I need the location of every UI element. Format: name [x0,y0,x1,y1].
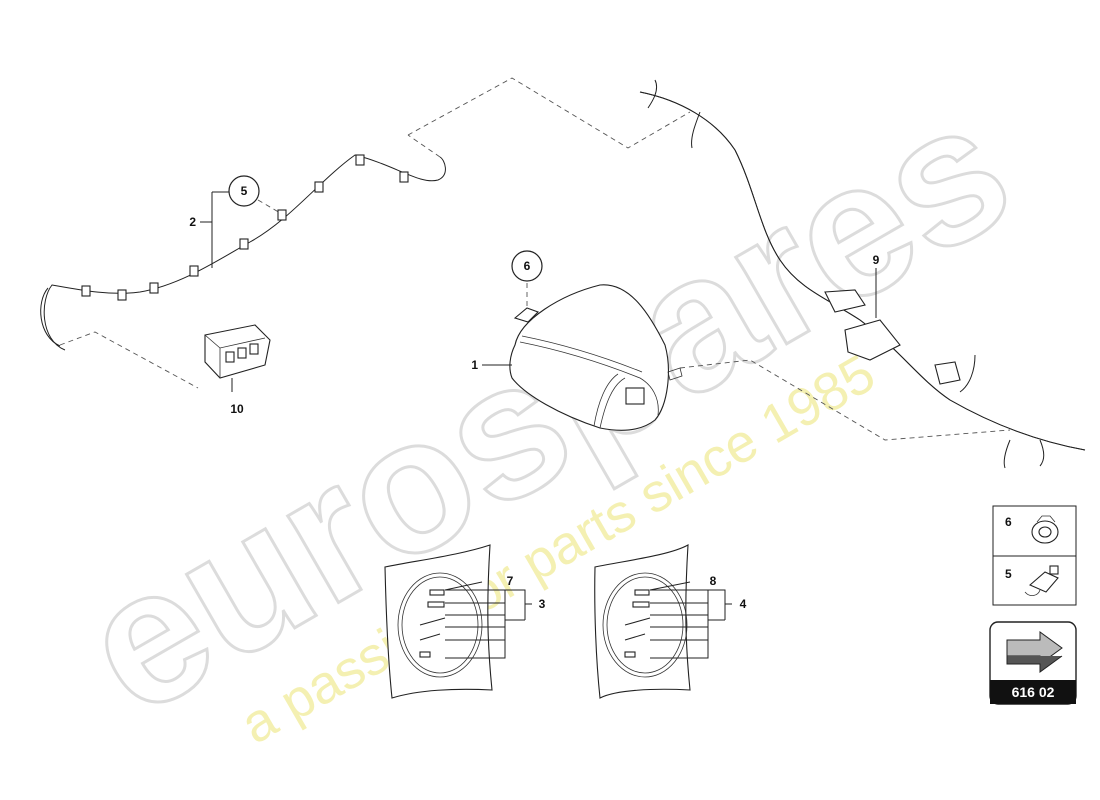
small-parts-legend: 6 5 [992,505,1077,606]
callout-label-1[interactable]: 1 [471,358,478,372]
kit-4-items [624,589,651,658]
repair-kit-part-3 [384,544,532,699]
watermark-brand: eurospares [50,60,1043,756]
callout-label-8[interactable]: 8 [710,574,717,588]
legend-item-6[interactable]: 6 [1005,515,1059,544]
reference-code: 616 02 [1012,684,1055,700]
grommet-icon [1031,515,1059,544]
wiring-harness-part-9 [639,79,1086,469]
callout-6-top[interactable]: 6 [511,250,543,282]
cable-clip-icon [1024,565,1059,596]
legend-label-6: 6 [1005,515,1012,529]
callout-label-6: 6 [524,259,531,273]
repair-kit-part-4 [594,544,732,699]
callout-label-2[interactable]: 2 [189,215,196,229]
callout-label-5: 5 [241,184,248,198]
reservoir-part-1 [509,284,683,431]
cable-harness-part-2 [40,154,446,351]
kit-3-leaders [445,589,532,659]
callout-label-3[interactable]: 3 [539,597,546,611]
callout-label-10[interactable]: 10 [230,402,244,416]
cable-clips [81,154,409,301]
arrow-icon [1006,631,1063,673]
kit-4-leaders [650,589,732,659]
callout-circle [511,250,543,282]
badge-code-bg [990,680,1076,704]
connector-block-part-10 [204,324,271,392]
callout-circle [228,175,260,207]
reference-badge: 616 02 [989,621,1077,705]
kit-3-items [419,589,446,658]
dashed-leaders [59,77,1011,441]
label-leaders [200,221,691,591]
callout-label-9[interactable]: 9 [873,253,880,267]
legend-item-5[interactable]: 5 [1005,565,1059,596]
watermark: eurospares a passion for parts since 198… [48,58,1044,757]
callout-label-4[interactable]: 4 [740,597,747,611]
callout-label-7[interactable]: 7 [507,574,514,588]
legend-label-5: 5 [1005,567,1012,581]
callout-5-top[interactable]: 5 [228,175,260,207]
